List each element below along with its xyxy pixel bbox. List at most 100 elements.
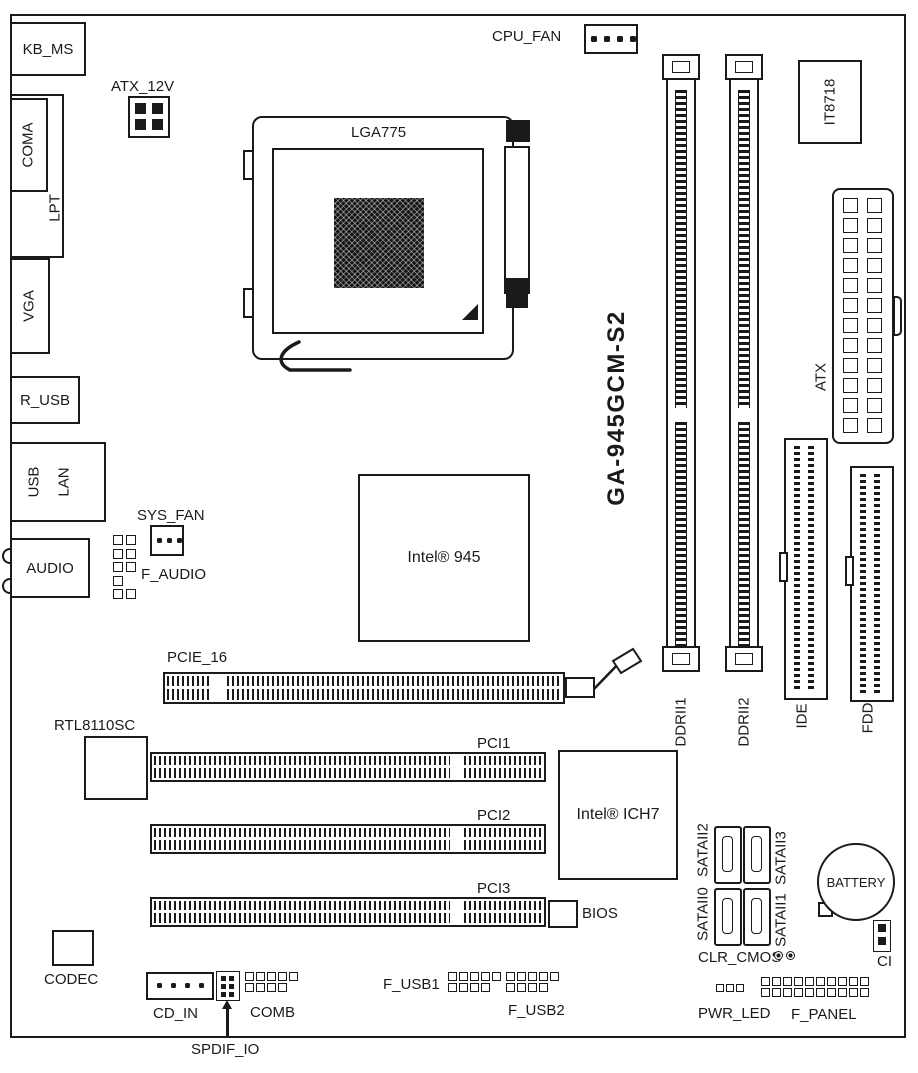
atx-power-clip [893, 296, 902, 336]
pin [506, 972, 515, 981]
pin [761, 988, 770, 997]
dimm-contacts-lower [675, 422, 687, 646]
pin [849, 988, 858, 997]
pin [816, 988, 825, 997]
sata-slot [722, 898, 733, 934]
pin [245, 983, 254, 992]
pin [783, 977, 792, 986]
pin [126, 589, 136, 599]
pin [152, 103, 163, 114]
pin [867, 398, 882, 413]
spdif-pointer-arrowhead-icon [222, 1000, 232, 1009]
northbridge-chip: Intel® 945 [358, 474, 530, 642]
pin [135, 119, 146, 130]
pin [867, 378, 882, 393]
atx-12v-label: ATX_12V [111, 78, 175, 95]
pin [152, 119, 163, 130]
pin [229, 984, 234, 989]
pin [470, 972, 479, 981]
pin [786, 951, 795, 960]
cpu-socket-latch-plate [504, 146, 530, 294]
spdif-pointer-line [226, 1008, 229, 1036]
pin [867, 338, 882, 353]
f-panel-label: F_PANEL [791, 1006, 857, 1023]
pci1-label: PCI1 [477, 735, 511, 752]
super-io-label: IT8718 [821, 78, 839, 126]
pin [867, 238, 882, 253]
vga-port [10, 258, 50, 354]
atx-12v-pins [135, 103, 163, 130]
pin [113, 575, 123, 586]
slot-divider [167, 686, 559, 689]
pci-slot-1 [150, 752, 546, 782]
sata-connector-1 [743, 888, 771, 946]
ci-label: CI [877, 953, 892, 970]
slot-divider [154, 837, 542, 840]
sata-connector-0 [714, 888, 742, 946]
pin [878, 924, 886, 932]
dimm-contacts-upper [738, 90, 750, 408]
pin [843, 398, 858, 413]
pin [838, 977, 847, 986]
pin [221, 976, 226, 981]
pin [126, 562, 136, 572]
pcie16-label: PCIE_16 [167, 649, 228, 666]
pin [867, 218, 882, 233]
f-usb2-label: F_USB2 [508, 1002, 565, 1019]
super-io-chip [798, 60, 862, 144]
dimm-latch-tab [735, 653, 753, 665]
pin [267, 983, 276, 992]
lan-chip-label: RTL8110SC [54, 717, 136, 734]
f-usb1-label: F_USB1 [383, 976, 440, 993]
spdif-io-pins [221, 976, 234, 997]
usb-lan-port [10, 442, 106, 522]
model-name: GA-945GCM-S2 [603, 310, 630, 506]
pin [838, 988, 847, 997]
pin [157, 983, 162, 988]
northbridge-label: Intel® 945 [407, 549, 481, 566]
pin [591, 36, 597, 42]
lan-label: LAN [55, 467, 73, 497]
codec-label: CODEC [44, 971, 99, 988]
comb-label: COMB [250, 1004, 295, 1021]
pin [199, 983, 204, 988]
pwr-led-label: PWR_LED [698, 1005, 771, 1022]
f-usb1-header [448, 972, 501, 992]
pin [827, 988, 836, 997]
pin [157, 538, 162, 543]
slot-divider [154, 765, 542, 768]
vga-label: VGA [20, 290, 38, 322]
pin [171, 983, 176, 988]
pin [794, 988, 803, 997]
pin [843, 198, 858, 213]
pin [816, 977, 825, 986]
cpu-fan-pins [591, 36, 636, 42]
pin [843, 338, 858, 353]
pin [867, 258, 882, 273]
battery-label: BATTERY [826, 874, 886, 890]
dimm-latch-tab [735, 61, 753, 73]
pci-slot-3 [150, 897, 546, 927]
sata3-label: SATAII3 [772, 831, 790, 885]
sata0-label: SATAII0 [694, 887, 712, 941]
pci-slot-2 [150, 824, 546, 854]
pin [177, 538, 182, 543]
pin [448, 972, 457, 981]
cpu-socket-latch-top [506, 120, 530, 142]
dimm-latch-bottom [662, 646, 700, 672]
pin [617, 36, 623, 42]
pin [604, 36, 610, 42]
pin [113, 548, 123, 559]
cpu-fan-label: CPU_FAN [492, 28, 562, 45]
pin [630, 36, 636, 42]
dimm1-label: DDRII1 [672, 697, 690, 747]
pin [783, 988, 792, 997]
pin [221, 992, 226, 997]
pin [126, 548, 136, 559]
southbridge-label: Intel® ICH7 [576, 806, 660, 823]
spdif-io-label: SPDIF_IO [191, 1041, 260, 1058]
cpu-socket-tab-left-upper [243, 150, 254, 180]
cpu-socket-latch-hook [506, 278, 528, 308]
pin [843, 218, 858, 233]
